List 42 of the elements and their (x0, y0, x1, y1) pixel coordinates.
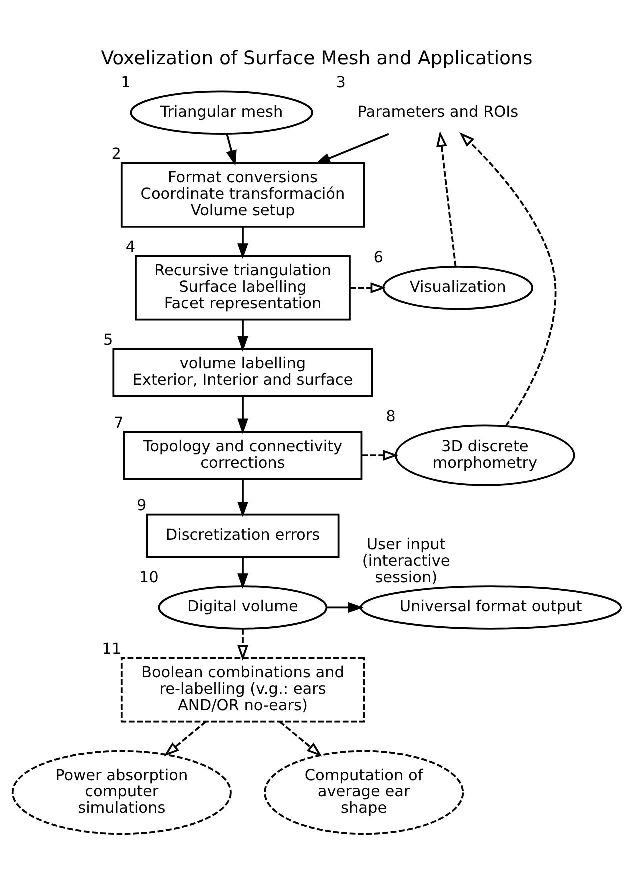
node-label: 5 (104, 330, 114, 349)
node-label: 2 (112, 145, 122, 164)
node-ellipse: Power absorption computer simulations (12, 750, 232, 836)
arrow (436, 131, 457, 267)
node-label: 10 (139, 568, 159, 586)
node-ellipse: Universal format output (360, 586, 622, 630)
node-box: Format conversions Coordinate transformación Volume setup (120, 162, 366, 228)
node-text: Parameters and ROIs (358, 102, 519, 121)
node-box: Recursive triangulation Surface labelling Facet representation (135, 255, 351, 321)
arrow (238, 629, 248, 661)
arrow (164, 721, 207, 757)
arrow (362, 450, 399, 461)
node-label: 6 (374, 248, 384, 267)
node-ellipse: Triangular mesh (130, 90, 314, 135)
node-label: 1 (121, 73, 131, 92)
arrow (327, 602, 364, 614)
node-box: Topology and connectivity corrections (123, 431, 363, 480)
arrow (350, 282, 386, 294)
node-label: 9 (137, 496, 147, 515)
arrow (226, 134, 237, 166)
node-ellipse: Digital volume (158, 586, 328, 630)
node-box: Boolean combinations and re-labelling (v.g.: ears AND/OR no-ears) (120, 657, 366, 723)
node-box: Discretization errors (146, 514, 340, 558)
node-ellipse: Visualization (382, 266, 534, 310)
arrow (238, 396, 248, 434)
arrow (238, 557, 248, 590)
node-label: 11 (102, 640, 122, 658)
node-label: 8 (386, 407, 396, 426)
node-label: User input (interactive session) (362, 535, 450, 586)
node-box: volume labelling Exterior, Interior and surface (112, 348, 374, 398)
arrow (238, 320, 248, 352)
node-label: 7 (114, 414, 124, 432)
node-label: 4 (126, 238, 136, 256)
arrow (279, 721, 322, 757)
diagram-title: Voxelization of Surface Mesh and Applications (101, 48, 533, 70)
arrow (238, 227, 248, 260)
node-ellipse: 3D discrete morphometry (395, 424, 576, 486)
arrow (460, 132, 557, 427)
node-ellipse: Computation of average ear shape (264, 750, 464, 836)
arrow (238, 479, 248, 518)
arrow (315, 133, 390, 164)
node-label: 3 (336, 73, 346, 92)
